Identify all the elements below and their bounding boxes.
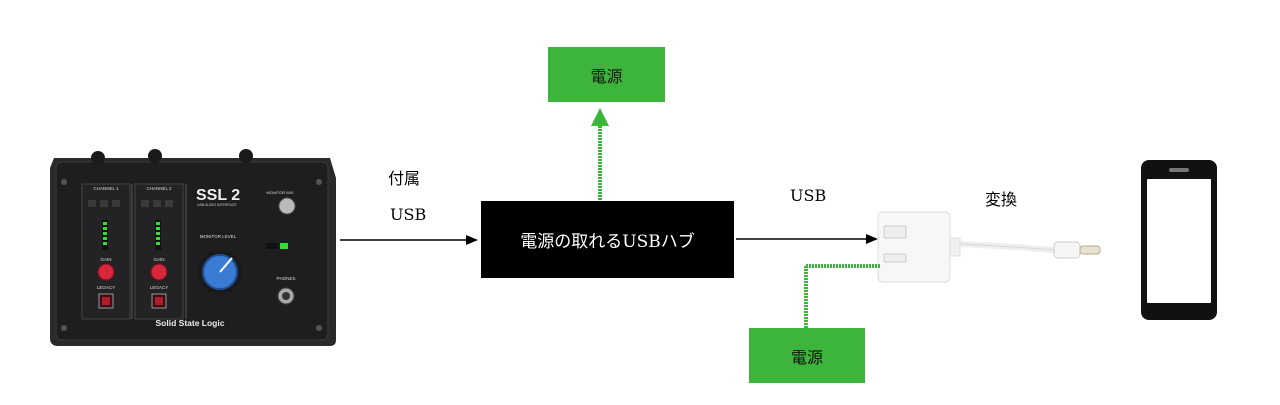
audio-interface-illustration: CHANNEL 1 CHANNEL 2 GAIN GAIN LEGACY LEG… — [50, 149, 336, 346]
model-label: SSL 2 — [196, 187, 240, 204]
arrow-usb-1 — [340, 230, 480, 250]
cable-label-2: USB — [790, 186, 827, 205]
power-top-label: 電源 — [590, 66, 623, 86]
legacy2-label: LEGACY — [150, 285, 168, 290]
monitor-level-label: MONITOR LEVEL — [200, 234, 237, 239]
gain1-label: GAIN — [100, 257, 111, 262]
lightning-adapter-image — [876, 208, 1116, 288]
power-box-bottom: 電源 — [749, 328, 865, 383]
power-line-bottom-svg — [804, 264, 880, 328]
brand-label: Solid State Logic — [156, 318, 225, 328]
channel2-label: CHANNEL 2 — [146, 186, 172, 191]
usb-hub-box: 電源の取れるUSBハブ — [481, 201, 734, 278]
legacy1-label: LEGACY — [97, 285, 115, 290]
power-box-top: 電源 — [548, 47, 665, 102]
subtitle-label: USB AUDIO INTERFACE — [197, 203, 237, 207]
cable-label-1-line2: USB — [390, 205, 427, 224]
lightning-adapter-svg — [877, 211, 1101, 283]
cable-label-1-line1: 付属 — [388, 169, 421, 188]
audio-interface-image: CHANNEL 1 CHANNEL 2 GAIN GAIN LEGACY LEG… — [40, 148, 340, 348]
adapter-label: 変換 — [985, 190, 1018, 209]
power-line-bottom — [800, 262, 882, 330]
arrow-usb-2 — [736, 229, 882, 249]
phones-label: PHONES — [276, 276, 295, 281]
arrow-power-up — [588, 104, 612, 202]
arrow-usb-1-svg — [340, 235, 478, 245]
usb-hub-label: 電源の取れるUSBハブ — [520, 232, 695, 252]
smartphone-svg — [1141, 160, 1217, 320]
monitor-mix-label: MONITOR MIX — [266, 190, 293, 195]
arrow-power-up-svg — [591, 108, 609, 200]
gain2-label: GAIN — [153, 257, 164, 262]
channel1-label: CHANNEL 1 — [93, 186, 119, 191]
smartphone-image — [1140, 159, 1218, 321]
power-bottom-label: 電源 — [790, 347, 823, 367]
arrow-usb-2-svg — [736, 234, 878, 244]
